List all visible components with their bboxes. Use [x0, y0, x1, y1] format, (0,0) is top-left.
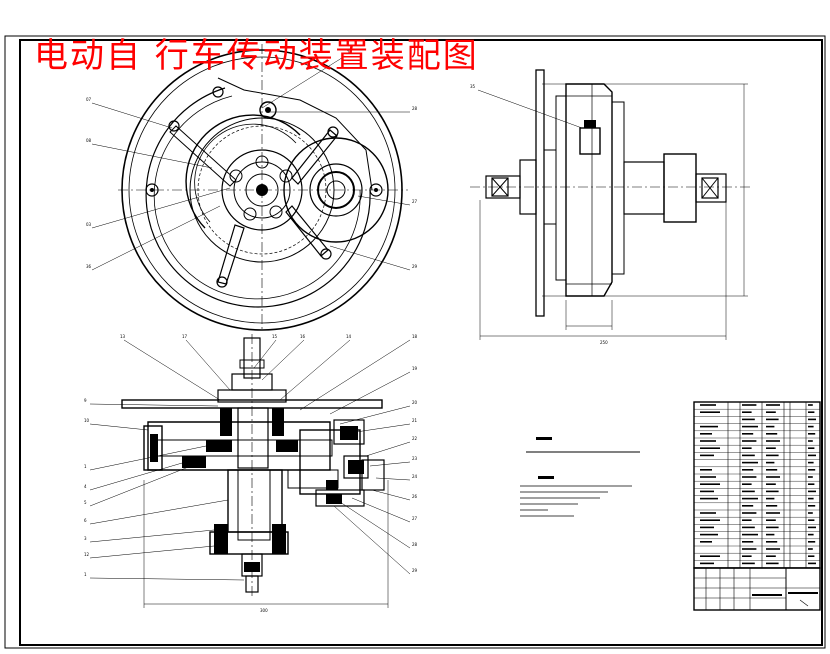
svg-text:4: 4 [84, 484, 87, 489]
svg-text:20: 20 [412, 400, 418, 405]
svg-text:36: 36 [86, 264, 92, 269]
svg-text:1: 1 [84, 464, 87, 469]
svg-text:5: 5 [84, 500, 87, 505]
front-view: 07 08 03 36 28 27 29 19 [86, 44, 418, 331]
title-block [693, 567, 821, 611]
svg-text:300: 300 [260, 608, 268, 613]
svg-text:18: 18 [412, 334, 418, 339]
svg-text:28: 28 [412, 106, 418, 111]
svg-text:03: 03 [86, 222, 92, 227]
svg-text:23: 23 [412, 456, 418, 461]
svg-text:07: 07 [86, 97, 92, 102]
svg-text:22: 22 [412, 436, 418, 441]
svg-text:250: 250 [600, 340, 608, 345]
svg-text:35: 35 [470, 84, 476, 89]
svg-text:10: 10 [84, 418, 90, 423]
svg-text:1: 1 [84, 572, 87, 577]
parts-list-table [693, 401, 821, 569]
svg-text:21: 21 [412, 418, 418, 423]
svg-text:27: 27 [412, 516, 418, 521]
section-view: 300 [84, 334, 418, 613]
svg-text:3: 3 [84, 536, 87, 541]
svg-text:19: 19 [412, 366, 418, 371]
svg-text:19: 19 [347, 50, 353, 55]
svg-text:28: 28 [412, 542, 418, 547]
svg-text:9: 9 [84, 398, 87, 403]
svg-text:6: 6 [84, 518, 87, 523]
svg-text:29: 29 [412, 568, 418, 573]
svg-text:15: 15 [272, 334, 278, 339]
svg-text:17: 17 [182, 334, 188, 339]
svg-text:26: 26 [412, 494, 418, 499]
svg-text:13: 13 [120, 334, 126, 339]
svg-text:12: 12 [84, 552, 90, 557]
svg-text:08: 08 [86, 138, 92, 143]
svg-text:27: 27 [412, 199, 418, 204]
svg-text:24: 24 [412, 474, 418, 479]
side-view: 35 250 [470, 69, 752, 345]
sheet-border [4, 35, 826, 649]
svg-text:16: 16 [300, 334, 306, 339]
drawing-title: 电动自 行车传动装置装配图 [34, 36, 479, 76]
svg-text:14: 14 [346, 334, 352, 339]
technical-notes [520, 437, 640, 517]
svg-text:29: 29 [412, 264, 418, 269]
